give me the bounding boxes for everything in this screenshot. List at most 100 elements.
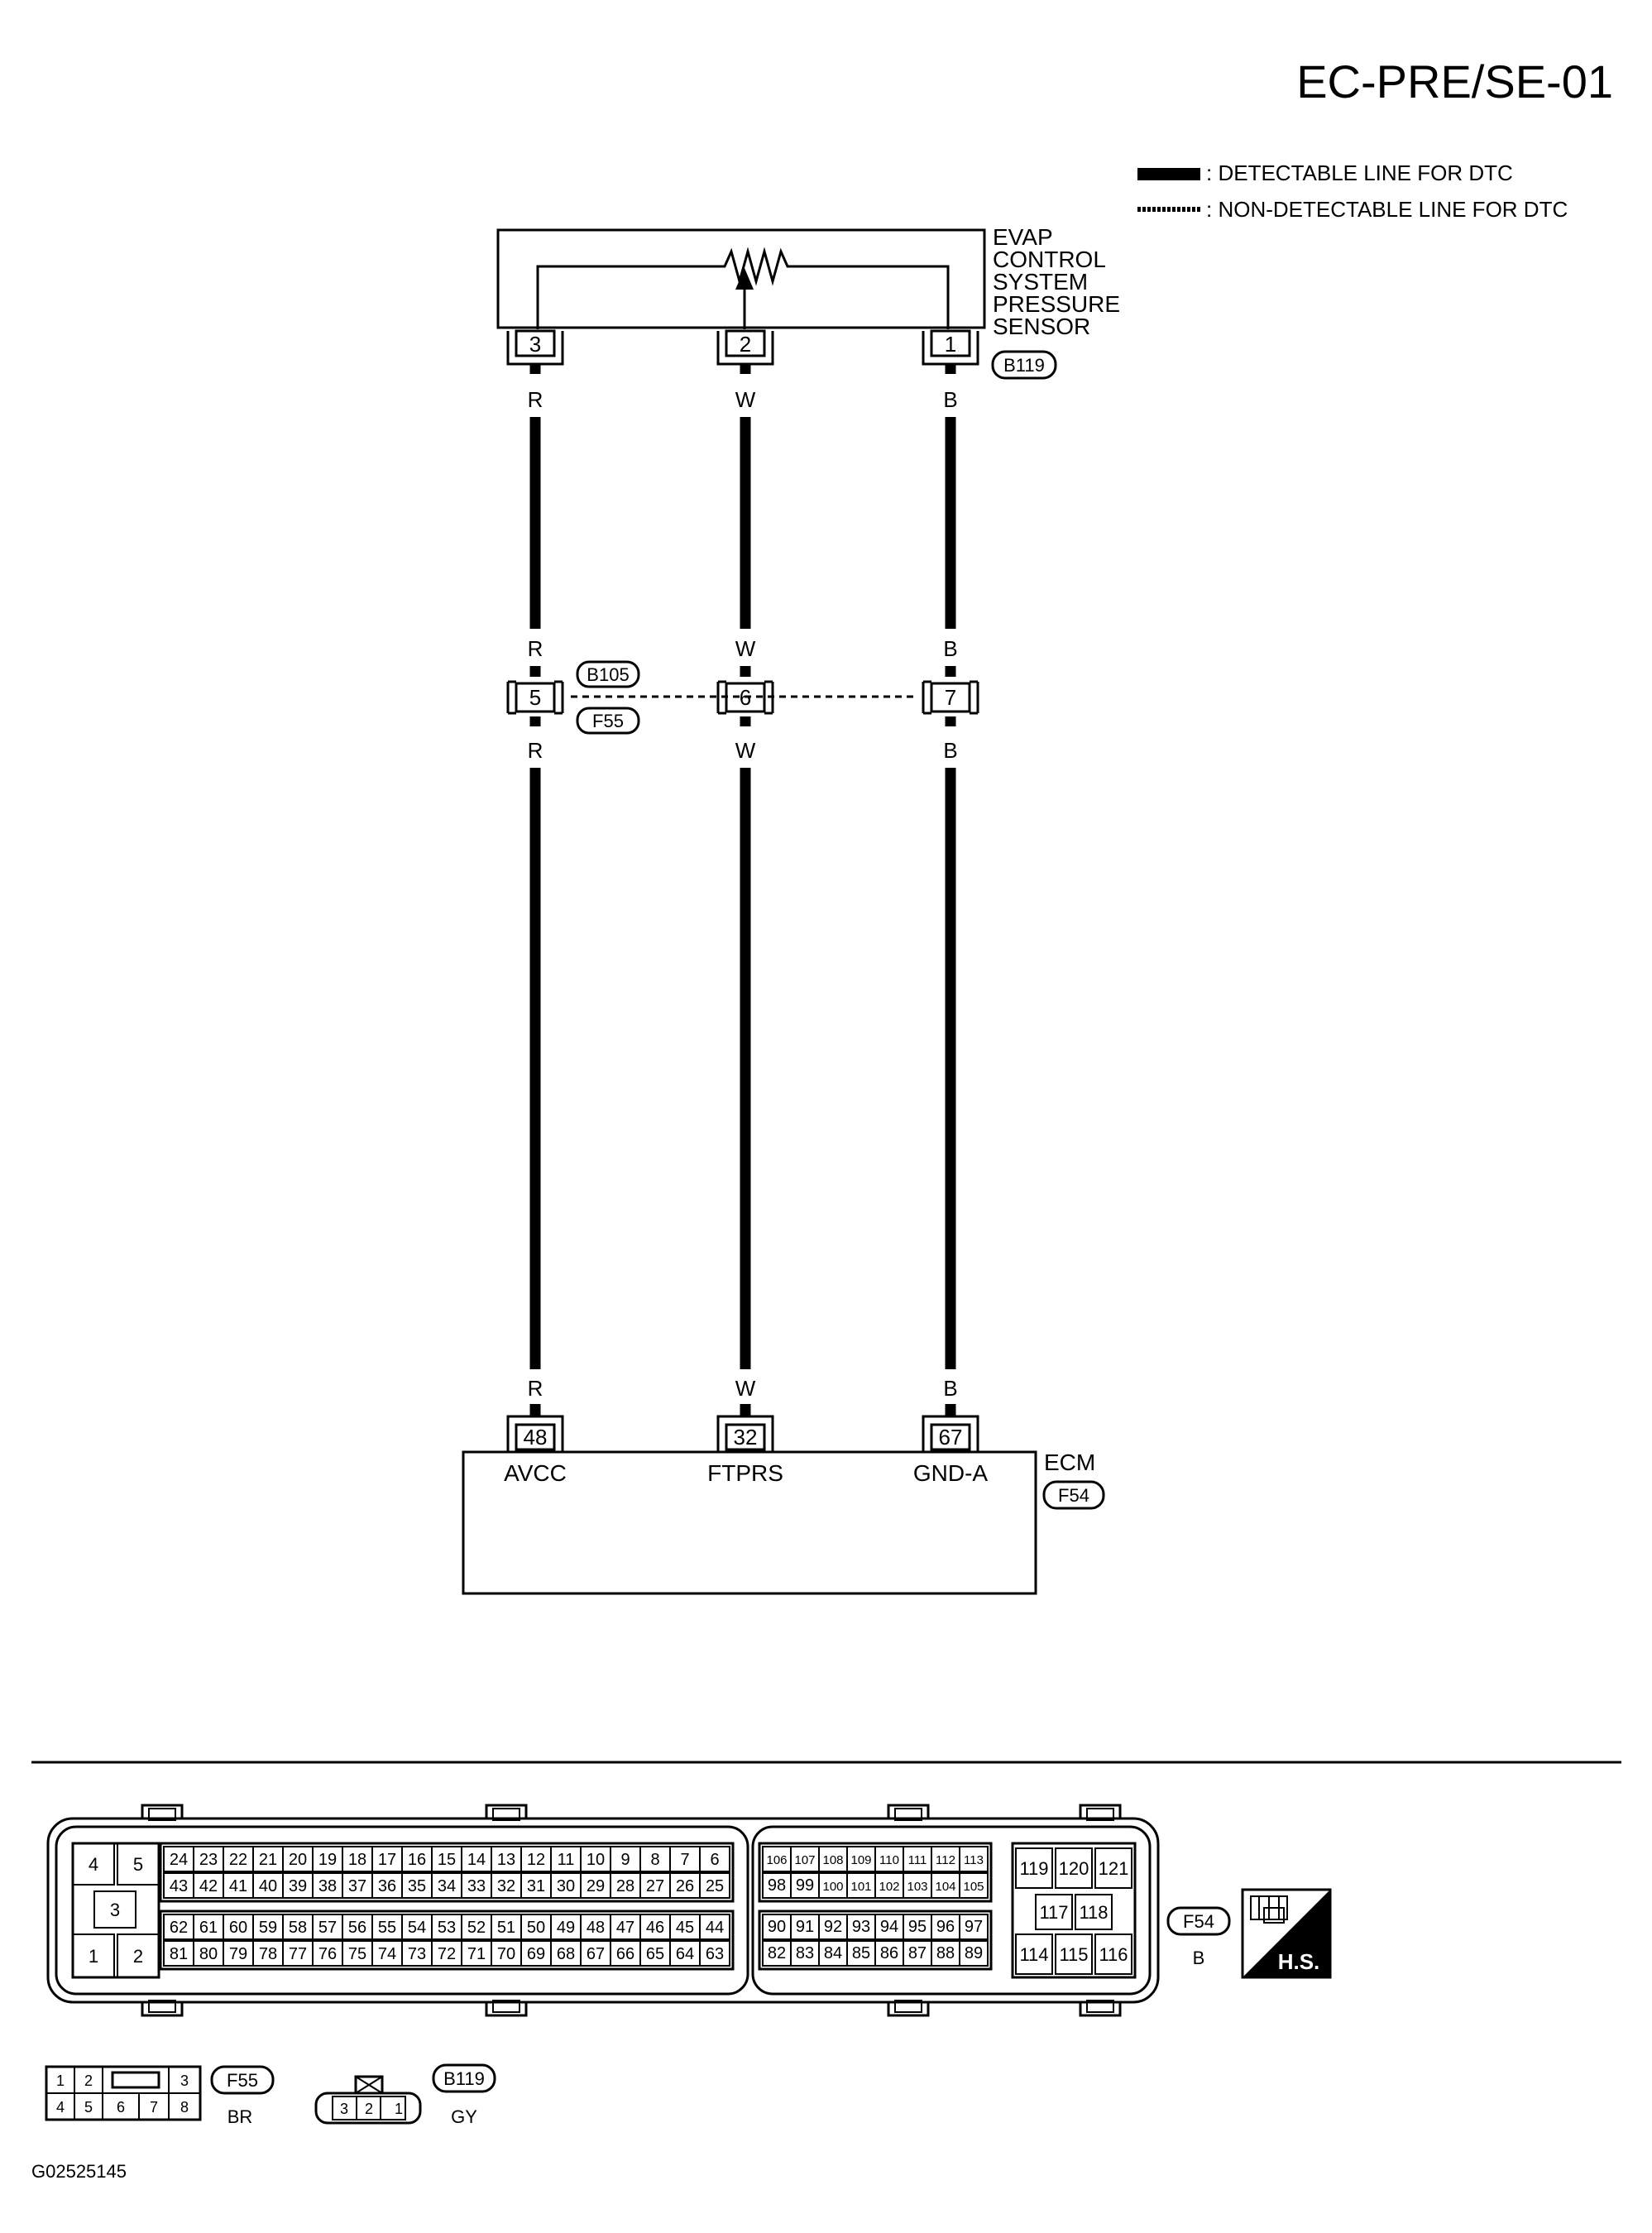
wire-color-label: R — [528, 387, 543, 412]
f54-cavity-number: 72 — [438, 1945, 456, 1963]
f54-cavity-number: 48 — [587, 1919, 605, 1937]
f54-cavity-number: 96 — [936, 1918, 955, 1936]
f54-cavity-number: 60 — [229, 1919, 247, 1937]
f54-cavity — [959, 1914, 989, 1940]
sensor-name-line-2: CONTROL — [993, 247, 1106, 272]
f54-cavity-number: 86 — [880, 1944, 898, 1962]
legend: : DETECTABLE LINE FOR DTC : NON-DETECTAB… — [1137, 161, 1568, 222]
connector-view-f55: 1 2 3 4 5 6 7 8 F55 BR — [45, 2065, 275, 2127]
f54-cavity-number: 94 — [880, 1918, 898, 1936]
f54-cavity-number: 89 — [965, 1944, 983, 1962]
legend-solid-line — [1137, 168, 1200, 180]
f54-cavity-number: 23 — [199, 1851, 218, 1869]
f54-cavity-number: 121 — [1099, 1858, 1129, 1879]
f54-cavity-number: 12 — [527, 1851, 545, 1869]
harness-side-icon: H.S. — [1241, 1888, 1332, 1979]
joint-lower-id-badge — [576, 707, 640, 735]
evap-pressure-sensor: EVAP CONTROL SYSTEM PRESSURE SENSOR B119 — [496, 224, 1120, 380]
f54-cavity-number: 42 — [199, 1877, 218, 1895]
f54-cavity-number: 44 — [706, 1919, 724, 1937]
f54-cavity-number: 2 — [133, 1946, 143, 1967]
f54-cavity-number: 62 — [170, 1919, 188, 1937]
f55-color: BR — [227, 2106, 253, 2127]
f55-cavity-number: 4 — [56, 2099, 65, 2116]
f54-cavity-number: 57 — [318, 1919, 337, 1937]
sensor-pin-number: 2 — [740, 332, 751, 357]
ecm-body — [462, 1450, 1037, 1595]
wire-color-label: B — [943, 738, 957, 763]
f55-cavity-number: 5 — [84, 2099, 93, 2116]
joint-pin-number: 5 — [529, 685, 541, 710]
f54-cavity-number: 20 — [289, 1851, 307, 1869]
f54-cavity-number: 91 — [796, 1918, 814, 1936]
f54-cavity-frame — [159, 1842, 735, 1903]
f54-cavity-number: 107 — [794, 1853, 815, 1867]
b119-cavity-number: 3 — [340, 2101, 348, 2117]
f54-cavity-number: 92 — [824, 1918, 842, 1936]
f54-cavity-number: 88 — [936, 1944, 955, 1962]
sensor-pins: 3 2 1 — [506, 329, 979, 366]
f54-cavity — [699, 1940, 730, 1967]
f54-cavity-number: 70 — [497, 1945, 515, 1963]
f54-cavity-number: 27 — [646, 1877, 664, 1895]
wire-color-label: B — [943, 1376, 957, 1401]
legend-non-detectable-text: : NON-DETECTABLE LINE FOR DTC — [1206, 197, 1568, 222]
sensor-name-line-1: EVAP — [993, 224, 1053, 250]
f54-left-block: 4 5 3 1 2 — [71, 1842, 160, 1979]
f54-cavity-number: 98 — [768, 1876, 786, 1895]
f54-cavity-number: 95 — [908, 1918, 927, 1936]
f54-cavity-frame — [159, 1910, 735, 1971]
f54-cavity-number: 114 — [1019, 1944, 1048, 1965]
joint-pin-number: 6 — [740, 685, 751, 710]
f54-cavity-frame — [758, 1842, 993, 1903]
f54-cavity-number: 102 — [879, 1880, 899, 1894]
f54-cavity-number: 118 — [1079, 1902, 1108, 1923]
f54-cavity-number: 99 — [796, 1876, 814, 1895]
f54-id-badge — [1166, 1906, 1231, 1936]
f54-cavity-number: 119 — [1019, 1858, 1048, 1879]
f54-cavity-number: 26 — [676, 1877, 694, 1895]
sensor-pin: 3 — [506, 329, 564, 366]
f54-cavity-number: 69 — [527, 1945, 545, 1963]
f54-cavity-number: 38 — [318, 1877, 337, 1895]
f54-cavity — [959, 1940, 989, 1967]
f54-cavity-number: 105 — [963, 1880, 984, 1894]
f54-color: B — [1193, 1948, 1205, 1968]
f54-cavity-number: 41 — [229, 1877, 247, 1895]
ecm-pin: 67 — [922, 1415, 979, 1451]
f54-cavity-number: 83 — [796, 1944, 814, 1962]
f54-cavity-number: 22 — [229, 1851, 247, 1869]
f54-cavity-number: 59 — [259, 1919, 277, 1937]
joint-upper-id-badge — [576, 660, 640, 688]
f54-cavity-number: 8 — [650, 1851, 659, 1869]
wire-color-label: R — [528, 636, 543, 661]
f54-cavity-number: 19 — [318, 1851, 337, 1869]
f54-cavity-number: 82 — [768, 1944, 786, 1962]
f54-cavity-number: 66 — [616, 1945, 634, 1963]
f54-cavity-number: 120 — [1059, 1858, 1089, 1879]
f54-cavity-number: 33 — [467, 1877, 486, 1895]
sensor-connector-id-badge — [991, 350, 1057, 380]
f54-right-block: 119 120 121 117 118 114 115 116 — [1011, 1842, 1137, 1979]
f54-cavity-number: 115 — [1059, 1944, 1088, 1965]
f54-cavity-number: 5 — [133, 1854, 143, 1875]
f55-lock-tab — [111, 2071, 160, 2089]
b119-cavity-number: 2 — [365, 2101, 373, 2117]
f54-cavity-number: 117 — [1039, 1902, 1068, 1923]
f54-cavity-number: 56 — [348, 1919, 366, 1937]
f54-cavity-number: 68 — [557, 1945, 575, 1963]
sensor-body — [496, 228, 986, 329]
f54-cavity-number: 28 — [616, 1877, 634, 1895]
f54-cavity-number: 84 — [824, 1944, 842, 1962]
f54-cavity-number: 54 — [408, 1919, 426, 1937]
f54-id: F54 — [1183, 1911, 1214, 1932]
f54-cavity-number: 112 — [936, 1853, 955, 1867]
joint-pin-number: 7 — [945, 685, 956, 710]
joint-pin: 6 — [716, 680, 774, 715]
f55-cavity-number: 2 — [84, 2072, 93, 2089]
f54-cavity-number: 77 — [289, 1945, 307, 1963]
f54-cavity-number: 65 — [646, 1945, 664, 1963]
ecm-pin-number: 67 — [939, 1425, 963, 1450]
